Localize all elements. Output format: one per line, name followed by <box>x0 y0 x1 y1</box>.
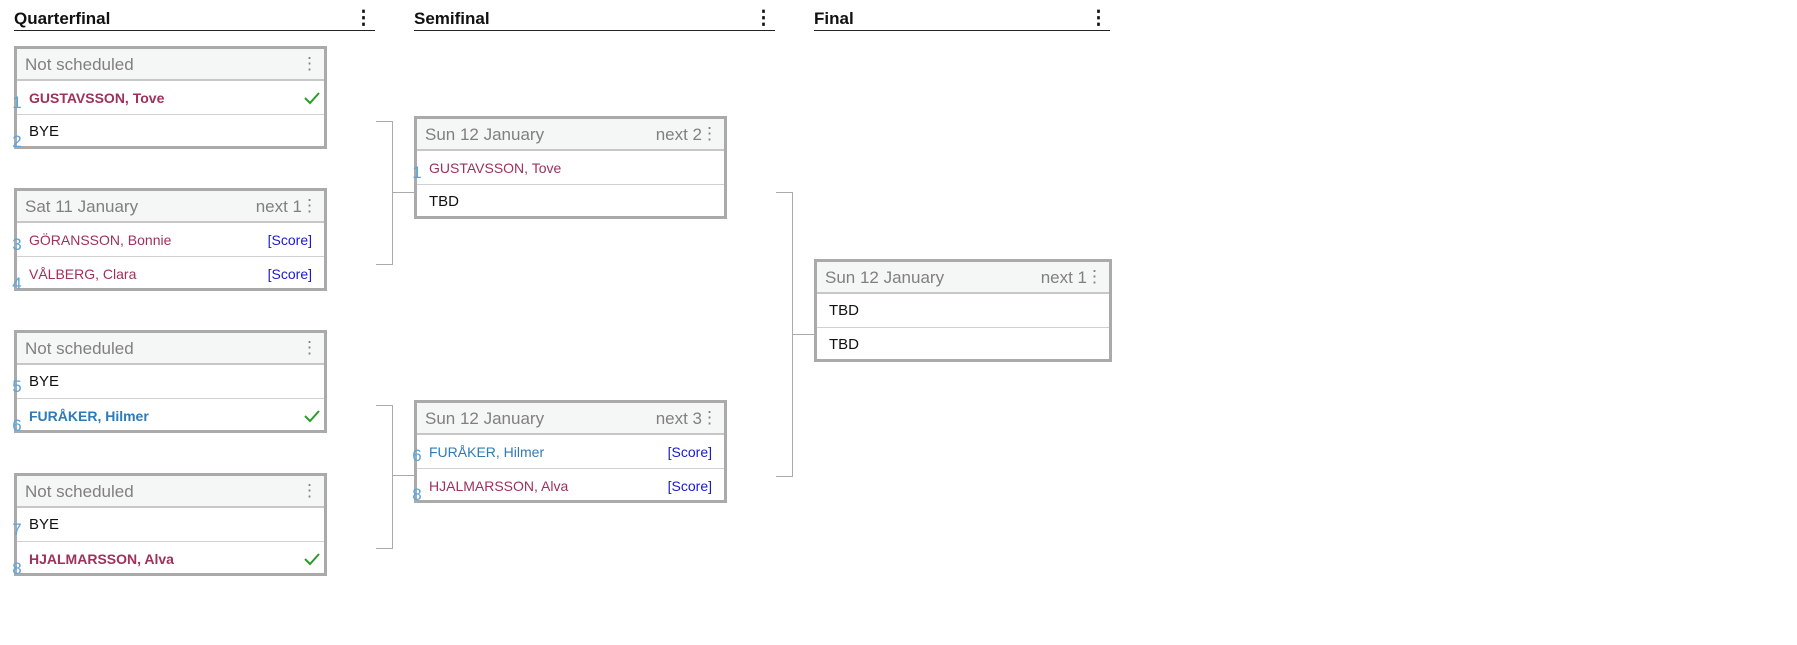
next-match-label: next 2 <box>655 125 702 144</box>
next-match-label: next 1 <box>255 197 302 216</box>
seed-number: 1 <box>412 163 422 182</box>
player-name: BYE <box>29 516 60 533</box>
bracket-connector <box>376 405 393 549</box>
bracket-connector <box>392 192 414 193</box>
kebab-icon[interactable]: ⋮ <box>354 8 373 29</box>
seed-number: 3 <box>12 235 22 254</box>
match-header: Sat 11 January next 1 ⋮ <box>17 191 324 223</box>
score-link[interactable]: [Score] <box>267 266 312 282</box>
match-card-final[interactable]: Sun 12 January next 1 ⋮ TBD TBD <box>814 259 1112 362</box>
match-card-sf2[interactable]: Sun 12 January next 3 ⋮ FURÅKER, Hilmer … <box>414 400 727 503</box>
player-slot[interactable]: BYE <box>17 508 324 542</box>
player-slot[interactable]: HJALMARSSON, Alva <box>17 542 324 575</box>
next-match-label: next 3 <box>655 409 702 428</box>
player-name[interactable]: HJALMARSSON, Alva <box>429 478 569 494</box>
kebab-icon[interactable]: ⋮ <box>754 8 773 29</box>
match-date: Sun 12 January <box>825 268 945 287</box>
player-slot[interactable]: GUSTAVSSON, Tove <box>17 81 324 115</box>
column-title: Final <box>814 9 854 28</box>
player-slot[interactable]: FURÅKER, Hilmer [Score] <box>417 435 724 469</box>
bracket-connector <box>776 192 793 477</box>
kebab-icon[interactable]: ⋮ <box>301 338 318 357</box>
bracket-connector <box>376 121 393 265</box>
seed-number: 6 <box>412 446 422 465</box>
match-header: Sun 12 January next 2 ⋮ <box>417 119 724 151</box>
seed-number: 8 <box>412 485 422 504</box>
player-name: BYE <box>29 373 60 390</box>
check-icon <box>304 92 320 105</box>
score-link[interactable]: [Score] <box>267 232 312 248</box>
player-slot[interactable]: GUSTAVSSON, Tove <box>417 151 724 185</box>
player-slot[interactable]: HJALMARSSON, Alva [Score] <box>417 469 724 502</box>
match-date: Sat 11 January <box>25 197 139 216</box>
player-slot[interactable]: TBD <box>817 294 1109 328</box>
seed-number: 2 <box>12 132 22 151</box>
player-name[interactable]: VÅLBERG, Clara <box>29 266 137 282</box>
player-name[interactable]: FURÅKER, Hilmer <box>429 444 545 460</box>
player-name: TBD <box>829 336 859 353</box>
player-slot[interactable]: BYE <box>17 365 324 399</box>
match-date: Not scheduled <box>25 55 134 74</box>
match-header: Not scheduled ⋮ <box>17 49 324 81</box>
score-link[interactable]: [Score] <box>667 444 712 460</box>
seed-number: 7 <box>12 520 22 539</box>
player-name[interactable]: GUSTAVSSON, Tove <box>29 90 165 106</box>
match-date: Sun 12 January <box>425 125 545 144</box>
player-name[interactable]: GÖRANSSON, Bonnie <box>29 232 172 248</box>
column-header-final: Final ⋮ <box>814 8 1110 31</box>
seed-number: 6 <box>12 416 22 435</box>
match-header: Not scheduled ⋮ <box>17 333 324 365</box>
bracket-connector <box>792 334 814 335</box>
match-header: Sun 12 January next 1 ⋮ <box>817 262 1109 294</box>
player-name[interactable]: GUSTAVSSON, Tove <box>429 160 562 176</box>
match-card-qf4[interactable]: Not scheduled ⋮ BYE HJALMARSSON, Alva <box>14 473 327 576</box>
match-card-qf2[interactable]: Sat 11 January next 1 ⋮ GÖRANSSON, Bonni… <box>14 188 327 291</box>
match-card-qf1[interactable]: Not scheduled ⋮ GUSTAVSSON, Tove BYE <box>14 46 327 149</box>
player-slot[interactable]: TBD <box>417 185 724 218</box>
player-name[interactable]: HJALMARSSON, Alva <box>29 551 174 567</box>
seed-number: 8 <box>12 559 22 578</box>
player-name: TBD <box>829 302 859 319</box>
match-date: Not scheduled <box>25 482 134 501</box>
seed-number: 4 <box>12 274 22 293</box>
player-slot[interactable]: BYE <box>17 115 324 148</box>
player-slot[interactable]: TBD <box>817 328 1109 361</box>
kebab-icon[interactable]: ⋮ <box>301 481 318 500</box>
check-icon <box>304 553 320 566</box>
player-slot[interactable]: FURÅKER, Hilmer <box>17 399 324 432</box>
kebab-icon[interactable]: ⋮ <box>701 124 718 143</box>
match-card-qf3[interactable]: Not scheduled ⋮ BYE FURÅKER, Hilmer <box>14 330 327 433</box>
player-name: BYE <box>29 123 60 140</box>
player-name[interactable]: FURÅKER, Hilmer <box>29 408 149 424</box>
kebab-icon[interactable]: ⋮ <box>1089 8 1108 29</box>
player-name: TBD <box>429 193 459 210</box>
column-header-quarterfinal: Quarterfinal ⋮ <box>14 8 375 31</box>
next-match-label: next 1 <box>1040 268 1087 287</box>
match-card-sf1[interactable]: Sun 12 January next 2 ⋮ GUSTAVSSON, Tove… <box>414 116 727 219</box>
player-slot[interactable]: GÖRANSSON, Bonnie [Score] <box>17 223 324 257</box>
column-title: Semifinal <box>414 9 490 28</box>
bracket-connector <box>392 475 414 476</box>
check-icon <box>304 410 320 423</box>
seed-number: 5 <box>12 377 22 396</box>
match-header: Sun 12 January next 3 ⋮ <box>417 403 724 435</box>
kebab-icon[interactable]: ⋮ <box>301 196 318 215</box>
seed-number: 1 <box>12 93 22 112</box>
match-date: Not scheduled <box>25 339 134 358</box>
column-header-semifinal: Semifinal ⋮ <box>414 8 775 31</box>
match-date: Sun 12 January <box>425 409 545 428</box>
player-slot[interactable]: VÅLBERG, Clara [Score] <box>17 257 324 290</box>
kebab-icon[interactable]: ⋮ <box>301 54 318 73</box>
score-link[interactable]: [Score] <box>667 478 712 494</box>
kebab-icon[interactable]: ⋮ <box>701 408 718 427</box>
column-title: Quarterfinal <box>14 9 111 28</box>
match-header: Not scheduled ⋮ <box>17 476 324 508</box>
kebab-icon[interactable]: ⋮ <box>1086 267 1103 286</box>
